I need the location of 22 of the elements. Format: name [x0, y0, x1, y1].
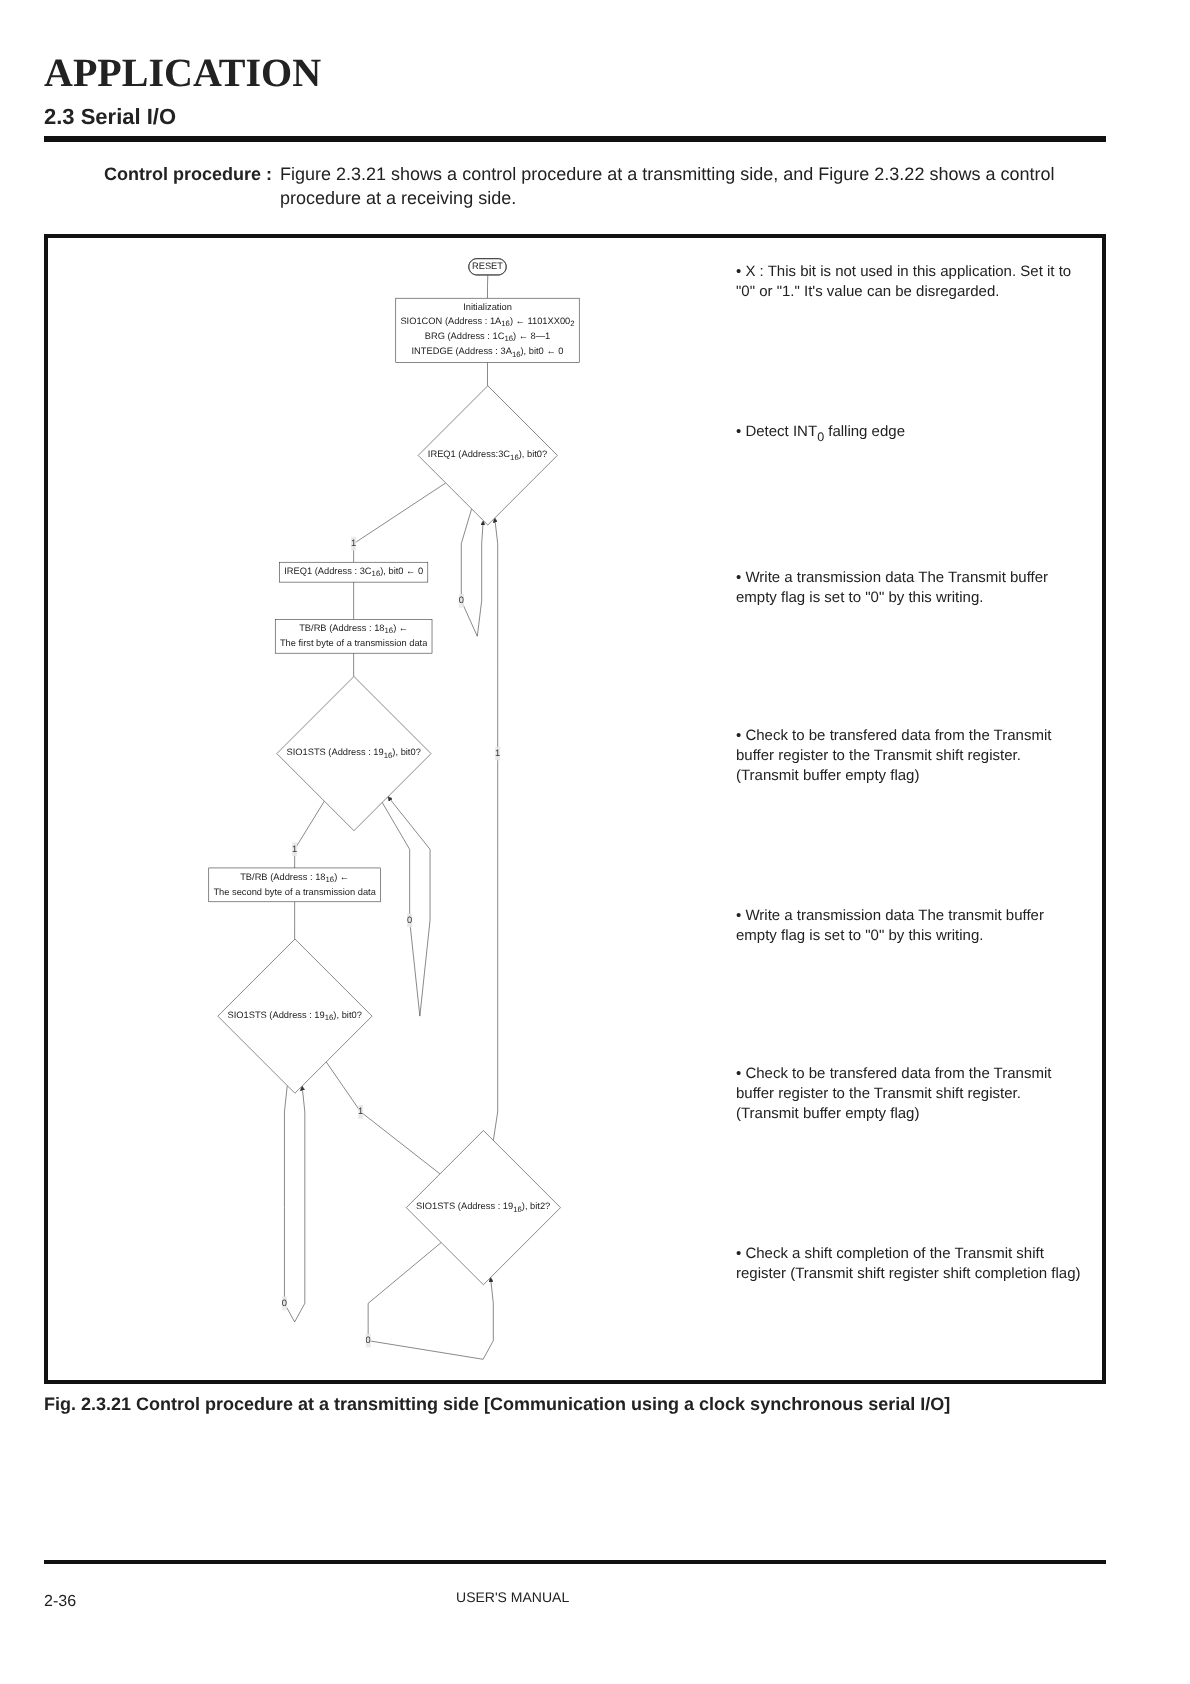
connector: [353, 482, 446, 563]
connector: [353, 581, 354, 620]
paragraph-lead: Control procedure :: [104, 162, 273, 188]
node-box: [395, 297, 580, 363]
connector: [487, 362, 488, 387]
section-heading: 2.3 Serial I/O: [44, 106, 1106, 142]
intro-paragraph: Figure 2.3.21 shows a control procedure at a transmitting side, and Figure 2.3.22 shows a control procedure at a receiving side.: [280, 162, 1057, 210]
node-diamond: [417, 385, 558, 526]
page-number: 2-36: [44, 1592, 77, 1610]
connector: [325, 1061, 441, 1175]
node-box: [279, 561, 429, 583]
connector: [294, 901, 295, 940]
node-box: [208, 867, 381, 903]
page-heading: APPLICATION: [44, 52, 324, 98]
node-box: [274, 619, 433, 654]
connector: [353, 652, 354, 677]
figure-caption: Fig. 2.3.21 Control procedure at a transmitting side [Communication using a clock synchronous serial I/O]: [44, 1392, 953, 1416]
connector: [294, 801, 325, 869]
node-diamond: [406, 1130, 561, 1285]
node-diamond: [276, 676, 432, 831]
connector: [487, 274, 489, 299]
node-diamond: [217, 938, 373, 1094]
